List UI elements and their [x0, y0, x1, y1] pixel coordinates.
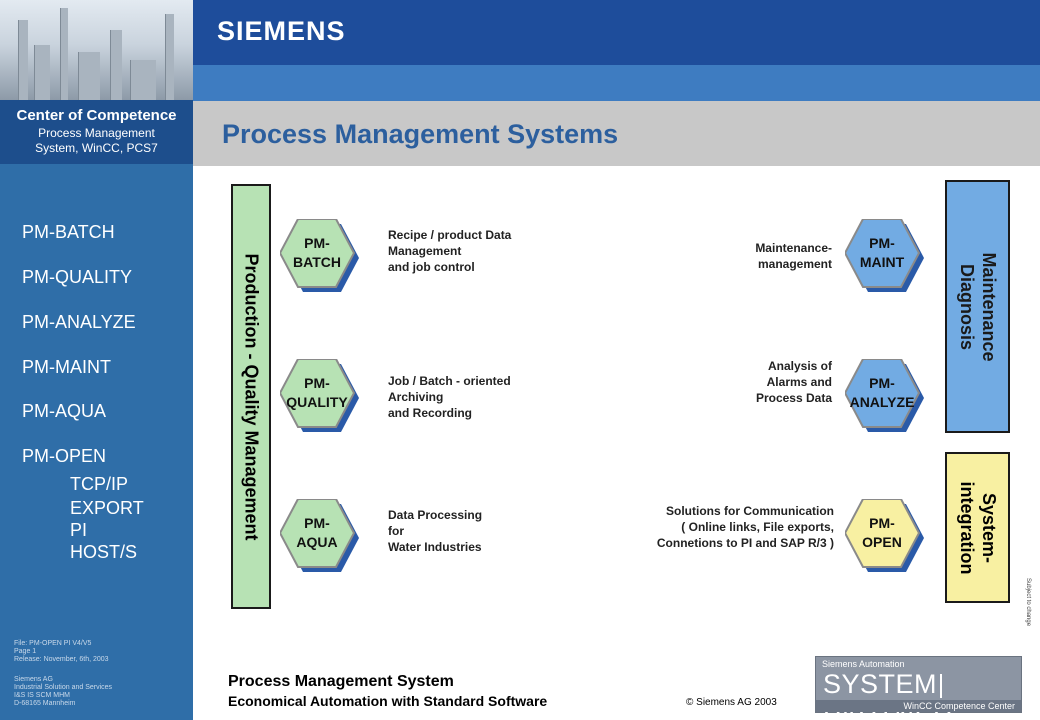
hexagon-shape [280, 499, 359, 572]
hex-prefix: PM- [869, 235, 895, 251]
maintenance-label: Maintenance [978, 251, 999, 362]
partner-bottom-text: WinCC Competence Center [816, 700, 1021, 712]
system-label: System- [978, 492, 999, 563]
partner-top-text: Siemens Automation [822, 659, 905, 669]
maintenance-diagnosis-bar: Maintenance Diagnosis [945, 180, 1010, 433]
system-integration-bar: System- integration [945, 452, 1010, 603]
production-quality-label: Production - Quality Management [241, 252, 262, 541]
sidebar-item-pm-batch[interactable]: PM-BATCH [22, 222, 115, 242]
sidebar-item-pm-quality[interactable]: PM-QUALITY [22, 267, 133, 287]
hexagon-shape [280, 359, 359, 432]
competence-title: Center of Competence [16, 107, 177, 124]
pm-open-hexagon[interactable]: PM- OPEN [845, 499, 925, 572]
hex-name: QUALITY [286, 394, 348, 410]
pm-aqua-hexagon[interactable]: PM- AQUA [280, 499, 360, 572]
hexagon-shape [280, 219, 359, 292]
aqua-description: Data Processing for Water Industries [388, 508, 483, 554]
sidebar-item-pm-open[interactable]: PM-OPEN [22, 446, 107, 466]
hexagon-face [845, 359, 921, 428]
sidebar-item-pm-aqua[interactable]: PM-AQUA [22, 401, 107, 421]
pm-analyze-hexagon[interactable]: PM- ANALYZE [845, 359, 925, 432]
siemens-logo: SIEMENS [217, 16, 346, 46]
sidebar-item-pm-analyze[interactable]: PM-ANALYZE [22, 312, 136, 332]
header-bar: SIEMENS [193, 0, 1040, 65]
sidebar: Center of Competence Process Management … [0, 0, 193, 720]
hexagon-face [845, 499, 921, 568]
hex-prefix: PM- [304, 235, 330, 251]
hexagon-shape [845, 359, 924, 432]
hex-name: BATCH [293, 254, 341, 270]
center-of-competence-box: Center of Competence Process Management … [0, 100, 193, 164]
hexagon-shape [845, 219, 924, 292]
pm-batch-hexagon[interactable]: PM- BATCH [280, 219, 360, 292]
system-integration-label: System- integration [956, 481, 1000, 574]
batch-description: Recipe / product Data Management and job… [388, 228, 512, 274]
partner-system-text: SYSTEM [823, 669, 938, 699]
sidebar-subitem-export[interactable]: EXPORT [70, 498, 144, 518]
copyright: © Siemens AG 2003 [686, 697, 777, 708]
subject-to-change: Subject to change [1025, 578, 1031, 627]
analyze-description: Analysis of Alarms and Process Data [755, 359, 832, 405]
quality-description: Job / Batch - oriented Archiving and Rec… [388, 374, 511, 420]
title-band: Process Management Systems [193, 101, 1040, 166]
industrial-plant-photo [0, 0, 193, 100]
footer-title: Process Management System [228, 673, 454, 690]
hex-name: ANALYZE [849, 394, 915, 410]
hex-prefix: PM- [869, 515, 895, 531]
system-partner-logo: Siemens Automation SYSTEMPARTNER WinCC C… [815, 656, 1022, 720]
maint-description: Maintenance- management [755, 241, 832, 271]
hex-name: OPEN [862, 534, 902, 550]
hex-prefix: PM- [869, 375, 895, 391]
maintenance-diagnosis-label: Maintenance Diagnosis [956, 252, 1000, 361]
footer-subtitle: Economical Automation with Standard Soft… [228, 693, 548, 709]
pm-quality-hexagon[interactable]: PM- QUALITY [280, 359, 360, 432]
header-strip [193, 65, 1040, 101]
diagnosis-label: Diagnosis [956, 263, 977, 350]
hexagon-face [280, 359, 356, 428]
sidebar-subitem-tcpip[interactable]: TCP/IP [70, 474, 129, 494]
company-address: Siemens AG Industrial Solution and Servi… [14, 676, 113, 707]
open-description: Solutions for Communication ( Online lin… [656, 504, 834, 550]
hex-name: MAINT [859, 254, 905, 270]
competence-line1: Process Management [38, 126, 155, 140]
hex-prefix: PM- [304, 515, 330, 531]
sidebar-item-pm-maint[interactable]: PM-MAINT [22, 357, 111, 377]
file-info: File: PM-OPEN PI V4/V5 Page 1 Release: N… [14, 640, 109, 663]
competence-line2: System, WinCC, PCS7 [35, 141, 158, 155]
sidebar-subitem-host[interactable]: HOST/S [70, 542, 138, 562]
hexagon-face [280, 219, 356, 288]
hexagon-shape [845, 499, 924, 572]
page-title: Process Management Systems [222, 119, 619, 149]
hex-prefix: PM- [304, 375, 330, 391]
hexagon-face [280, 499, 356, 568]
integration-label: integration [956, 481, 977, 574]
production-quality-bar: Production - Quality Management [231, 184, 271, 609]
hex-name: AQUA [296, 534, 338, 550]
pm-maint-hexagon[interactable]: PM- MAINT [845, 219, 925, 292]
hexagon-face [845, 219, 921, 288]
sidebar-subitem-pi[interactable]: PI [70, 520, 88, 540]
